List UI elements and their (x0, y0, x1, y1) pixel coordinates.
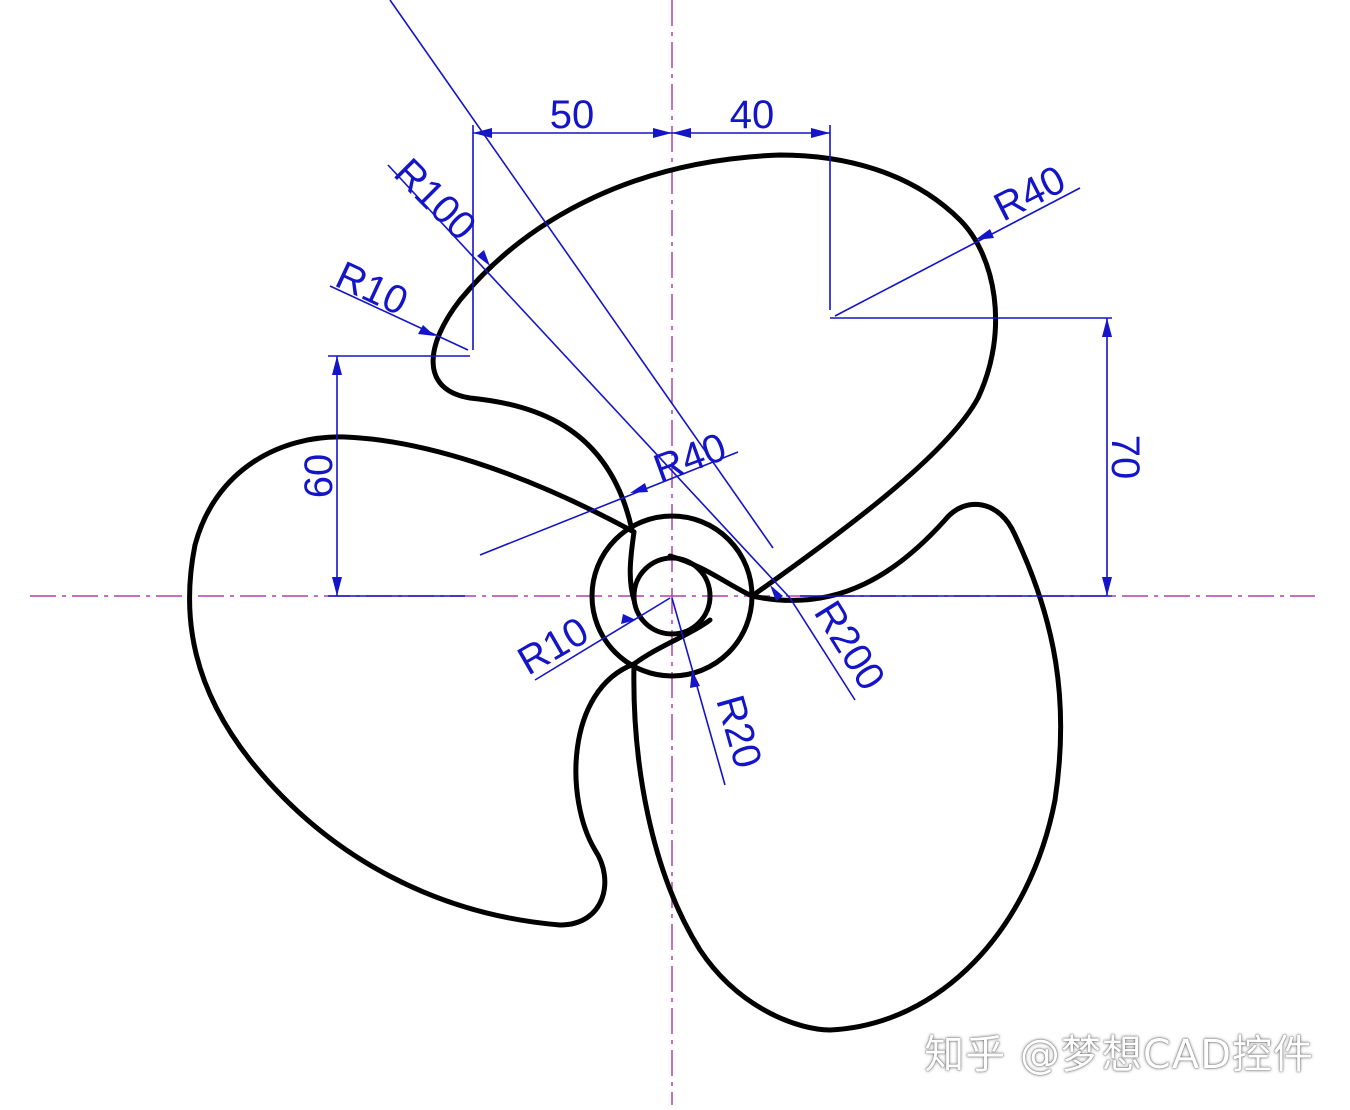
dim-r40-top-label: R40 (987, 157, 1072, 230)
dim-50-label: 50 (550, 93, 595, 137)
leader-r100 (387, 164, 791, 599)
arrow-r40-mid (630, 483, 648, 493)
dim-r40-mid-label: R40 (648, 425, 732, 491)
arrow-70-top (1102, 318, 1112, 337)
hub-tangent-left (627, 529, 637, 603)
left-blade (187, 434, 637, 928)
lower-blade (631, 502, 1064, 1033)
dim-r10-hub-label: R10 (511, 609, 597, 684)
arrow-50-right (653, 128, 672, 138)
arrow-r100 (477, 250, 490, 266)
dim-r10-top-label: R10 (329, 253, 414, 324)
dimension-arrows (332, 128, 1112, 688)
leader-r20-hub (671, 597, 726, 786)
arrow-r20-hub (690, 670, 700, 688)
dim-70-label: 70 (1103, 435, 1147, 480)
arrow-r200 (770, 585, 783, 601)
hub-tangent-lower (631, 617, 713, 667)
propeller-outline (187, 152, 1064, 1033)
arrow-60-top (332, 356, 342, 375)
dim-r200-label: R200 (805, 593, 893, 697)
dim-r100-label: R100 (386, 150, 485, 249)
arrow-r40-top (975, 229, 994, 240)
leader-r10-top (329, 285, 469, 351)
dimension-labels: 50 40 70 60 R100 R10 R40 R40 R200 R10 R2… (297, 93, 1147, 773)
leader-r40-top (834, 187, 1081, 317)
upper-blade (430, 152, 999, 599)
arrow-r10-top (418, 325, 435, 336)
watermark: 知乎 @梦想CAD控件 (924, 1032, 1314, 1078)
leader-r10-hub (534, 597, 671, 681)
leader-r100-long (389, 0, 774, 549)
leader-r200 (789, 597, 856, 701)
dim-60-label: 60 (297, 454, 341, 499)
arrow-40-right (811, 128, 830, 138)
dimension-lines (328, 0, 1112, 786)
center-lines (30, 0, 1315, 1105)
arrow-70-bottom (1102, 577, 1112, 596)
arrow-r10-hub (621, 614, 636, 624)
leader-r40-mid (479, 451, 739, 556)
arrow-60-bottom (332, 577, 342, 596)
arrow-50-left (473, 128, 492, 138)
arrow-40-left (672, 128, 691, 138)
hub-tangent-upper (667, 553, 755, 599)
dim-40-label: 40 (730, 93, 775, 137)
dim-r20-hub-label: R20 (707, 690, 770, 773)
